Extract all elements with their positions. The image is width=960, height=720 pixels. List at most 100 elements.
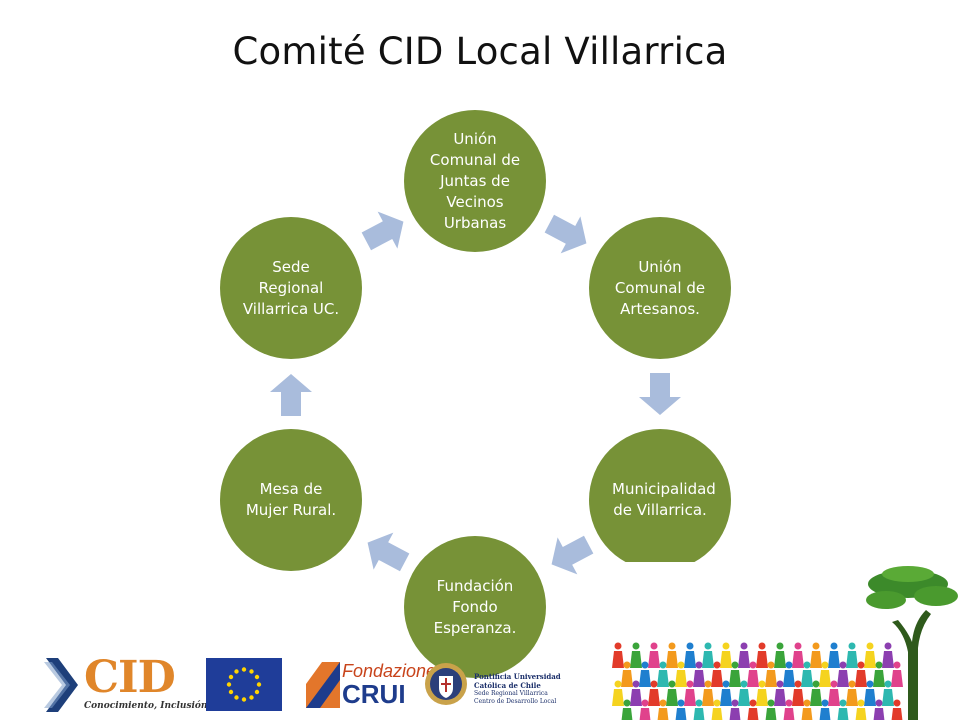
crowd-person-icon: [830, 642, 838, 650]
uc-line-3: Sede Regional Villarrica: [474, 690, 548, 697]
eu-star-icon: [249, 695, 254, 700]
crowd-person-icon: [632, 680, 640, 688]
crowd-person-icon: [675, 670, 687, 687]
crowd-person-icon: [722, 642, 730, 650]
crowd-person-icon: [612, 651, 624, 668]
crowd-person-icon: [821, 699, 829, 707]
crowd-person-icon: [891, 708, 903, 720]
crowd-person-icon: [702, 651, 714, 668]
crowd-person-icon: [794, 680, 802, 688]
crowd-person-icon: [668, 680, 676, 688]
crowd-person-icon: [650, 680, 658, 688]
crowd-person-icon: [756, 689, 768, 706]
crowd-person-icon: [884, 680, 892, 688]
crowd-person-icon: [864, 651, 876, 668]
crowd-person-icon: [659, 661, 667, 669]
crowd-person-icon: [866, 642, 874, 650]
arrow-artesanos-to-municipalidad: [639, 373, 681, 415]
crowd-person-icon: [632, 642, 640, 650]
crowd-person-icon: [621, 708, 633, 720]
crowd-person-icon: [846, 689, 858, 706]
crowd-person-icon: [740, 680, 748, 688]
cycle-node-label: Municipalidad de Villarrica.: [612, 480, 716, 519]
eu-star-icon: [241, 697, 247, 702]
cid-chevron-icon: [44, 658, 78, 712]
crowd-person-icon: [623, 661, 631, 669]
crui-top-text: Fondazione: [342, 661, 437, 681]
crowd-person-icon: [837, 670, 849, 687]
cycle-node-label: Fundación Fondo Esperanza.: [433, 576, 517, 637]
crowd-person-icon: [857, 661, 865, 669]
crowd-person-icon: [866, 680, 874, 688]
crowd-person-icon: [839, 699, 847, 707]
eu-star-icon: [234, 695, 239, 700]
cycle-node-label: Mesa de Mujer Rural.: [245, 480, 337, 519]
eu-star-icon: [228, 674, 234, 680]
crowd-person-icon: [731, 661, 739, 669]
crowd-person-icon: [783, 708, 795, 720]
cycle-node-juntas-vecinos: Unión Comunal de Juntas de Vecinos Urban…: [404, 110, 546, 252]
crowd-person-icon: [801, 708, 813, 720]
cycle-node-sede-regional: Sede Regional Villarrica UC.: [220, 217, 362, 359]
crowd-person-icon: [848, 642, 856, 650]
arrow-juntas-to-artesanos: [544, 214, 587, 254]
eu-star-icon: [234, 669, 239, 674]
eu-star-icon: [241, 667, 247, 672]
uc-text-block: Pontificia Universidad Católica de Chile…: [474, 672, 561, 706]
crowd-person-icon: [803, 661, 811, 669]
arrow-sede-to-juntas: [361, 211, 404, 251]
crowd-person-icon: [855, 670, 867, 687]
crowd-person-icon: [659, 699, 667, 707]
crowd-person-icon: [675, 708, 687, 720]
crowd-person-icon: [677, 699, 685, 707]
eu-star-icon: [249, 669, 254, 674]
crowd-person-icon: [837, 708, 849, 720]
crowd-person-icon: [686, 642, 694, 650]
crowd-person-icon: [875, 699, 883, 707]
crui-mark-icon: [306, 662, 340, 708]
uc-line-2: Católica de Chile: [474, 681, 541, 690]
arrow-municipalidad-to-esperanza: [551, 535, 594, 575]
crowd-person-icon: [684, 651, 696, 668]
crowd-person-icon: [819, 708, 831, 720]
crowd-person-icon: [839, 661, 847, 669]
crowd-person-icon: [767, 661, 775, 669]
crowd-person-icon: [864, 689, 876, 706]
crowd-person-icon: [729, 670, 741, 687]
crowd-person-icon: [650, 642, 658, 650]
crui-bottom-text: CRUI: [342, 679, 406, 709]
crowd-person-icon: [621, 670, 633, 687]
crowd-person-icon: [765, 708, 777, 720]
crowd-person-icon: [758, 642, 766, 650]
crowd-person-icon: [738, 651, 750, 668]
crowd-person-icon: [828, 689, 840, 706]
crowd-person-icon: [875, 661, 883, 669]
uc-seal-icon: [425, 663, 467, 705]
crowd-person-icon: [774, 689, 786, 706]
crowd-person-icon: [812, 642, 820, 650]
crowd-person-icon: [657, 670, 669, 687]
crowd-person-icon: [774, 651, 786, 668]
crowd-person-icon: [767, 699, 775, 707]
crowd-person-icon: [893, 699, 901, 707]
tree-icon: [866, 566, 958, 720]
crowd-person-icon: [747, 708, 759, 720]
cycle-diagram: [270, 211, 681, 575]
crowd-person-icon: [792, 651, 804, 668]
crowd-person-icon: [693, 708, 705, 720]
crowd-person-icon: [704, 642, 712, 650]
crowd-person-icon: [720, 689, 732, 706]
crowd-person-icon: [740, 642, 748, 650]
crowd-person-icon: [693, 670, 705, 687]
crowd-person-icon: [731, 699, 739, 707]
crowd-person-icon: [776, 642, 784, 650]
crowd-person-icon: [810, 689, 822, 706]
crowd-person-icon: [812, 680, 820, 688]
crowd-person-icon: [747, 670, 759, 687]
crowd-person-icon: [711, 708, 723, 720]
crowd-person-icon: [785, 661, 793, 669]
crowd-person-icon: [794, 642, 802, 650]
cycle-node-label: Sede Regional Villarrica UC.: [242, 257, 340, 318]
cycle-node-fondo-esperanza: Fundación Fondo Esperanza.: [404, 536, 546, 678]
crowd-person-icon: [666, 689, 678, 706]
